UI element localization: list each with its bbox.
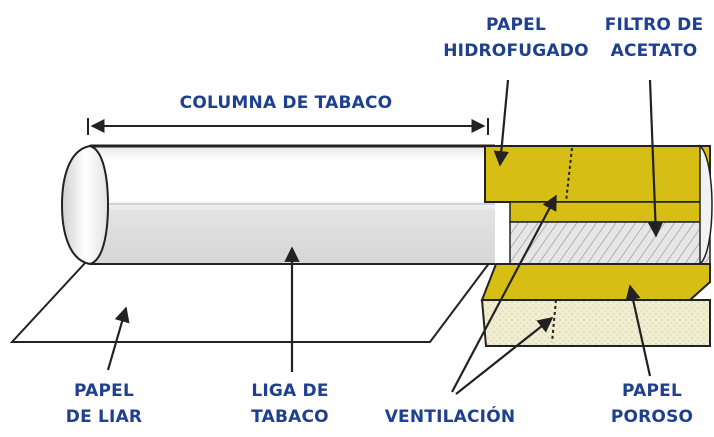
leader-arrows [106, 79, 664, 395]
filter-end [699, 144, 713, 266]
label-papel-de-liar-line2: DE LIAR [66, 407, 142, 427]
arrow-filtro-acetato [647, 79, 664, 238]
label-papel-poroso-line1: PAPEL [622, 381, 682, 401]
label-liga-de-tabaco-line2: TABACO [251, 407, 329, 427]
porous-paper-cream [480, 299, 711, 347]
tobacco-column-dimension [87, 118, 489, 135]
arrow-papel-poroso [625, 284, 652, 377]
label-papel-de-liar-line1: PAPEL [74, 381, 134, 401]
label-papel-hidrofugado-line2: HIDROFUGADO [443, 41, 589, 61]
arrow-papel-de-liar [106, 306, 130, 371]
arrow-ventilacion-lower [455, 317, 554, 395]
label-columna-de-tabaco: COLUMNA DE TABACO [180, 93, 393, 113]
tobacco-column [60, 144, 495, 266]
arrow-ventilacion-upper [451, 194, 557, 393]
tobacco-end-cap [60, 144, 110, 266]
ventilation-perforation-lower [551, 299, 557, 343]
label-filtro-de-acetato-line1: FILTRO DE [605, 15, 704, 35]
filter-section [480, 144, 713, 347]
label-papel-poroso-line2: POROSO [611, 407, 693, 427]
acetate-filter-core [509, 221, 711, 265]
porous-paper-band [480, 263, 711, 301]
arrow-papel-hidrofugado [493, 79, 510, 167]
label-filtro-de-acetato-line2: ACETATO [611, 41, 698, 61]
rolling-paper-sheet [9, 261, 492, 343]
label-papel-hidrofugado-line1: PAPEL [486, 15, 546, 35]
label-ventilacion: VENTILACIÓN [385, 405, 516, 427]
label-liga-de-tabaco-line1: LIGA DE [251, 381, 328, 401]
